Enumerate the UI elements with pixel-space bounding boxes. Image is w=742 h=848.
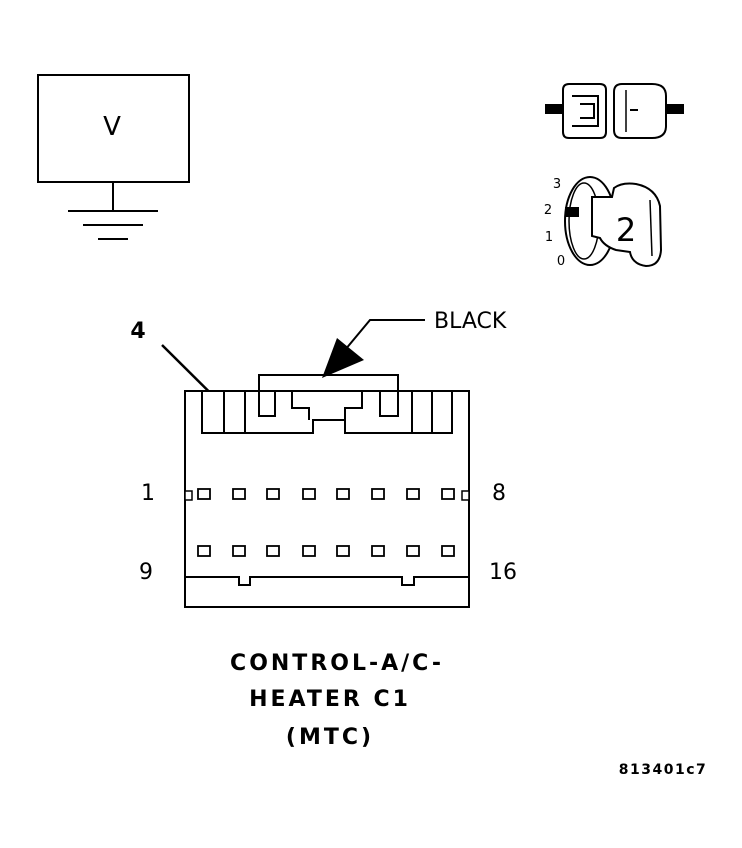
pin-cavity-9 bbox=[197, 545, 211, 557]
pin-cavity-16 bbox=[441, 545, 455, 557]
pin-cavity-12 bbox=[302, 545, 316, 557]
connector-title-line-3: (MTC) bbox=[286, 725, 374, 750]
pin-cavity-4 bbox=[302, 488, 316, 500]
ground-icon bbox=[68, 210, 158, 240]
pin-cavity-10 bbox=[232, 545, 246, 557]
pin-row-top bbox=[197, 488, 455, 500]
pin-cavity-7 bbox=[406, 488, 420, 500]
pin-cavity-15 bbox=[406, 545, 420, 557]
pin-label-16: 16 bbox=[489, 560, 517, 585]
ignition-position-1: 1 bbox=[545, 230, 553, 245]
connector-color-label: BLACK bbox=[434, 309, 507, 334]
connector-bottom-band bbox=[185, 576, 469, 586]
ignition-selected-position: 2 bbox=[616, 211, 636, 249]
color-callout: BLACK bbox=[322, 309, 507, 378]
ignition-key bbox=[591, 182, 663, 268]
pin-cavity-1 bbox=[197, 488, 211, 500]
pin-cavity-2 bbox=[232, 488, 246, 500]
ignition-position-3: 3 bbox=[553, 177, 561, 192]
voltmeter: V bbox=[37, 74, 190, 240]
callout-pin-number: 4 bbox=[130, 319, 145, 344]
voltmeter-symbol: V bbox=[103, 112, 121, 142]
connector-c1 bbox=[184, 374, 470, 608]
pin-cavity-6 bbox=[371, 488, 385, 500]
pin-cavity-5 bbox=[336, 488, 350, 500]
pin-label-1: 1 bbox=[141, 481, 155, 506]
connector-title-line-2: HEATER C1 bbox=[249, 687, 411, 712]
ignition-position-2: 2 bbox=[544, 203, 552, 218]
pin-label-9: 9 bbox=[139, 560, 153, 585]
pin-cavity-8 bbox=[441, 488, 455, 500]
pin-cavity-11 bbox=[266, 545, 280, 557]
connector-latch bbox=[258, 374, 399, 391]
pin-cavity-13 bbox=[336, 545, 350, 557]
pin-label-8: 8 bbox=[492, 481, 506, 506]
connector-title-line-1: CONTROL-A/C- bbox=[230, 651, 444, 676]
color-callout-arrowhead bbox=[322, 338, 364, 378]
ignition-indicator-mark bbox=[565, 207, 579, 217]
figure-id: 813401c7 bbox=[619, 762, 708, 778]
disconnected-connector-icon bbox=[545, 83, 684, 139]
pin-cavity-3 bbox=[266, 488, 280, 500]
connector-body bbox=[184, 390, 470, 608]
ignition-switch-icon: 3 2 1 0 2 bbox=[544, 176, 663, 269]
pin-row-bottom bbox=[197, 545, 455, 557]
ignition-position-0: 0 bbox=[557, 254, 565, 269]
pin-cavity-14 bbox=[371, 545, 385, 557]
